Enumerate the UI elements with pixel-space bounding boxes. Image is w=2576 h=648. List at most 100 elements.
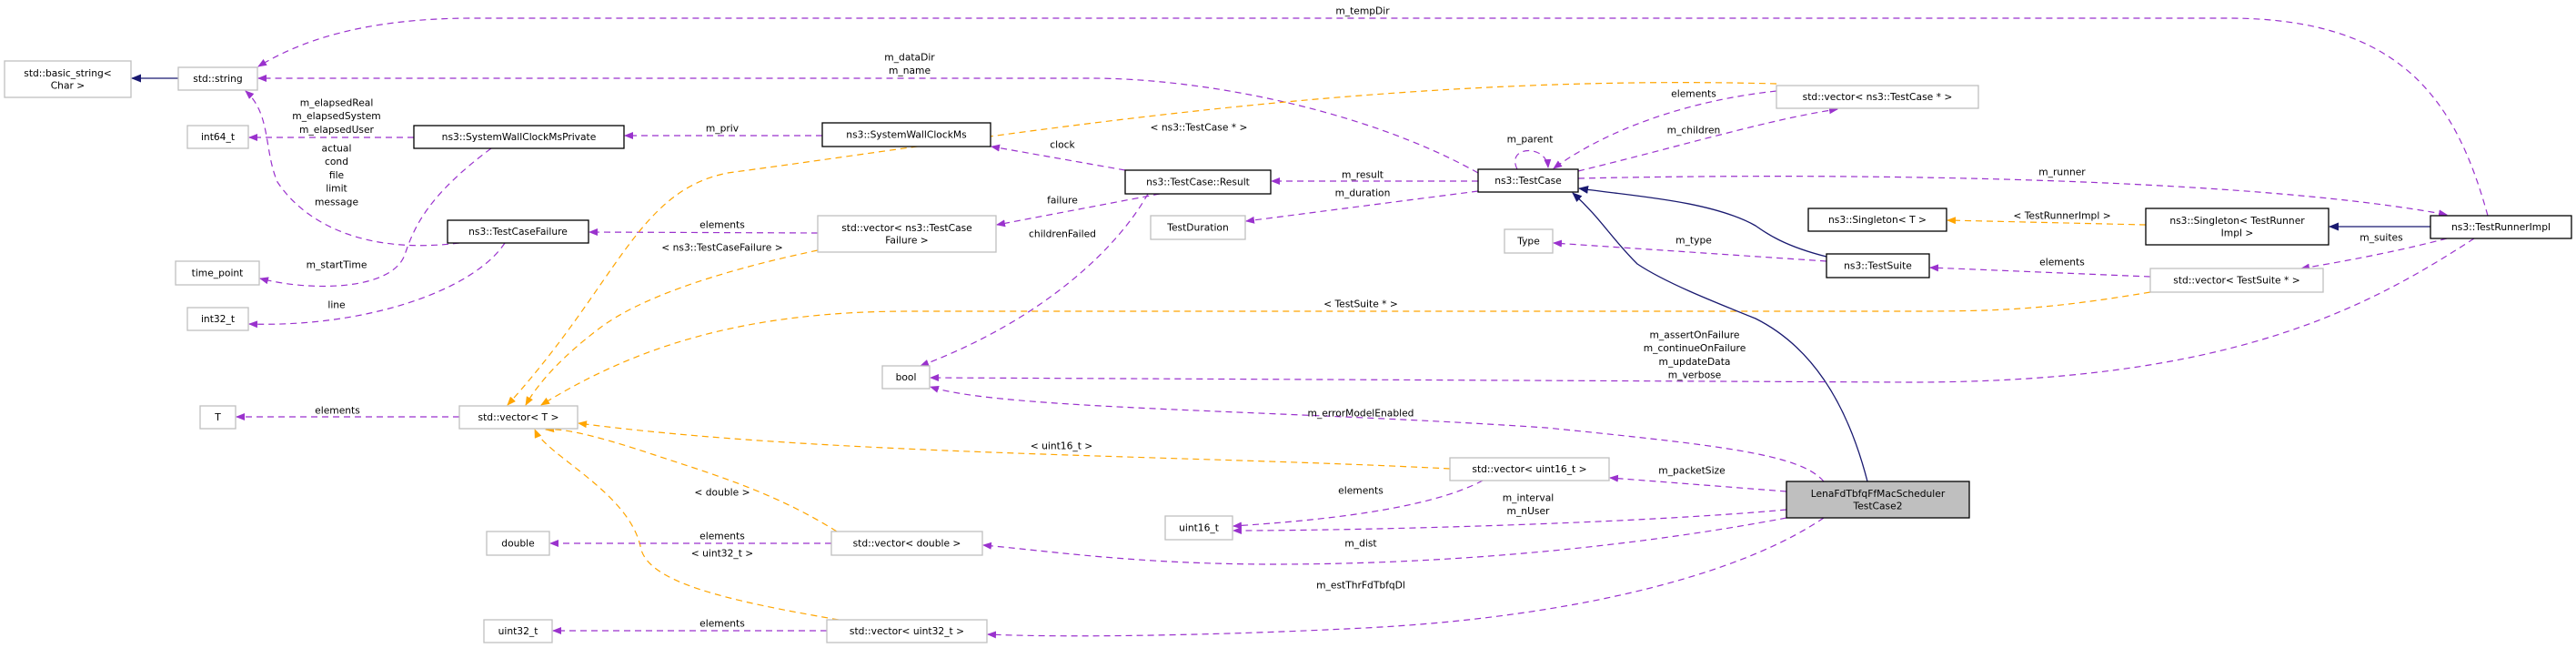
edge-label: elements xyxy=(699,531,745,542)
node-box xyxy=(1150,215,1246,240)
node-box xyxy=(1786,481,1970,519)
edge-label: < TestSuite * > xyxy=(1323,299,1398,310)
class-node-bool: bool xyxy=(881,365,931,390)
class-node-SystemWallClockMs[interactable]: ns3::SystemWallClockMs xyxy=(821,122,991,147)
class-node-Singleton_TestRunnerImpl[interactable]: ns3::Singleton< TestRunnerImpl > xyxy=(2145,208,2329,246)
edge-label: elements xyxy=(1338,485,1384,497)
node-box xyxy=(186,307,249,331)
node-box xyxy=(821,122,991,147)
edge-label: m_interval xyxy=(1503,492,1555,504)
class-node-TestCase_Result[interactable]: ns3::TestCase::Result xyxy=(1124,169,1272,195)
node-label: uint16_t xyxy=(1179,522,1219,534)
edge-usage-LenaFdTbfqFfMacSchedulerTestCase2-to-vector_double xyxy=(982,517,1787,565)
edge-label: m_parent xyxy=(1507,134,1554,146)
edge-usage-LenaFdTbfqFfMacSchedulerTestCase2-to-vector_uint32 xyxy=(987,517,1825,639)
node-label: ns3::SystemWallClockMs xyxy=(846,129,967,141)
node-label: std::basic_string< xyxy=(24,67,111,79)
class-node-TestCaseFailure[interactable]: ns3::TestCaseFailure xyxy=(447,219,589,244)
node-box xyxy=(486,531,550,556)
class-node-int32_t: int32_t xyxy=(186,307,249,331)
edge-label: limit xyxy=(326,183,347,195)
node-label: std::vector< TestSuite * > xyxy=(2173,275,2299,287)
node-label: TestCase2 xyxy=(1853,500,1903,511)
edge-usage-LenaFdTbfqFfMacSchedulerTestCase2-to-vector_uint16 xyxy=(1609,474,1787,492)
node-label: std::vector< ns3::TestCase * > xyxy=(1803,91,1953,103)
edge-usage-TestRunnerImpl-to-string xyxy=(257,17,2489,217)
node-label: ns3::SystemWallClockMsPrivate xyxy=(442,131,597,143)
edge-template-vector_TestCaseFailure-to-vector_T xyxy=(525,249,819,406)
node-box xyxy=(1504,228,1554,254)
node-box xyxy=(413,125,625,149)
edge-usage-vector_TestCaseFailure-to-TestCaseFailure xyxy=(589,228,819,237)
class-node-Singleton_T[interactable]: ns3::Singleton< T > xyxy=(1807,208,1947,232)
class-node-SystemWallClockMsPrivate[interactable]: ns3::SystemWallClockMsPrivate xyxy=(413,125,625,149)
edge-usage-LenaFdTbfqFfMacSchedulerTestCase2-to-uint16_t xyxy=(1233,509,1787,534)
class-node-TestDuration: TestDuration xyxy=(1150,215,1246,240)
edge-label: < uint32_t > xyxy=(691,548,754,560)
class-node-vector_T: std::vector< T > xyxy=(458,405,579,430)
node-box xyxy=(1477,168,1579,193)
edge-label: < TestRunnerImpl > xyxy=(2013,210,2110,222)
node-label: Impl > xyxy=(2221,227,2254,238)
node-label: int32_t xyxy=(201,313,235,325)
class-node-vector_uint32: std::vector< uint32_t > xyxy=(826,619,988,643)
node-label: std::vector< T > xyxy=(478,411,559,423)
node-label: LenaFdTbfqFfMacScheduler xyxy=(1811,488,1946,500)
edge-label: childrenFailed xyxy=(1029,228,1096,240)
edge-label: m_runner xyxy=(2038,167,2086,178)
node-label: TestDuration xyxy=(1166,222,1228,234)
edge-inheritance-LenaFdTbfqFfMacSchedulerTestCase2-to-TestCase xyxy=(1572,192,1868,482)
node-box xyxy=(1124,169,1272,195)
node-box xyxy=(881,365,931,390)
node-label: std::vector< double > xyxy=(853,538,961,550)
edge-label: m_dataDir xyxy=(884,52,935,64)
edge-label: actual xyxy=(322,143,352,155)
node-box xyxy=(2149,268,2324,293)
edge-label: m_verbose xyxy=(1668,370,1722,381)
node-box xyxy=(1776,85,1979,109)
edge-label: < uint16_t > xyxy=(1031,440,1093,452)
edge-label: elements xyxy=(699,618,745,630)
edge-label: m_result xyxy=(1342,169,1384,181)
node-label: ns3::TestCaseFailure xyxy=(468,226,568,238)
edge-label: m_estThrFdTbfqDl xyxy=(1316,580,1405,592)
node-box xyxy=(1807,208,1947,232)
class-node-TestRunnerImpl[interactable]: ns3::TestRunnerImpl xyxy=(2430,215,2572,239)
edge-label: elements xyxy=(699,219,745,231)
edge-label: m_name xyxy=(889,65,931,76)
edge-label: clock xyxy=(1050,139,1075,151)
node-label: ns3::TestRunnerImpl xyxy=(2451,221,2551,233)
edge-label: m_suites xyxy=(2360,232,2403,244)
edge-label: file xyxy=(329,169,344,181)
node-label: ns3::TestSuite xyxy=(1844,260,1912,272)
edge-label: cond xyxy=(325,156,348,167)
edge-template-vector_uint32-to-vector_T xyxy=(534,429,840,621)
class-node-vector_uint16: std::vector< uint16_t > xyxy=(1449,457,1610,481)
edge-label: m_children xyxy=(1667,125,1721,137)
node-label: ns3::TestCase::Result xyxy=(1146,177,1250,188)
edge-label: message xyxy=(315,196,358,208)
node-label: uint32_t xyxy=(498,625,538,637)
edge-usage-TestRunnerImpl-to-vector_TestSuitePtr xyxy=(2300,238,2448,271)
edge-label: m_continueOnFailure xyxy=(1644,342,1746,354)
node-label: std::string xyxy=(193,73,242,85)
edge-label: elements xyxy=(2039,257,2085,268)
edge-label: m_tempDir xyxy=(1335,5,1390,17)
node-label: bool xyxy=(896,371,917,383)
node-label: Type xyxy=(1516,236,1540,248)
node-label: std::vector< uint32_t > xyxy=(850,625,964,637)
class-node-TestCase[interactable]: ns3::TestCase xyxy=(1477,168,1579,193)
node-box xyxy=(817,215,997,253)
node-label: std::vector< ns3::TestCase xyxy=(841,222,972,234)
node-box xyxy=(826,619,988,643)
class-node-vector_TestCaseFailure: std::vector< ns3::TestCaseFailure > xyxy=(817,215,997,253)
edge-usage-TestCaseFailure-to-int32_t xyxy=(248,242,506,329)
edge-label: < double > xyxy=(694,487,750,499)
node-label: ns3::Singleton< T > xyxy=(1828,214,1927,226)
class-node-TestSuite[interactable]: ns3::TestSuite xyxy=(1826,253,1930,278)
node-box xyxy=(2430,215,2572,239)
edge-label: m_errorModelEnabled xyxy=(1308,408,1414,420)
edge-usage-TestCaseFailure-to-string xyxy=(245,90,460,247)
edge-label: m_elapsedSystem xyxy=(292,110,380,122)
